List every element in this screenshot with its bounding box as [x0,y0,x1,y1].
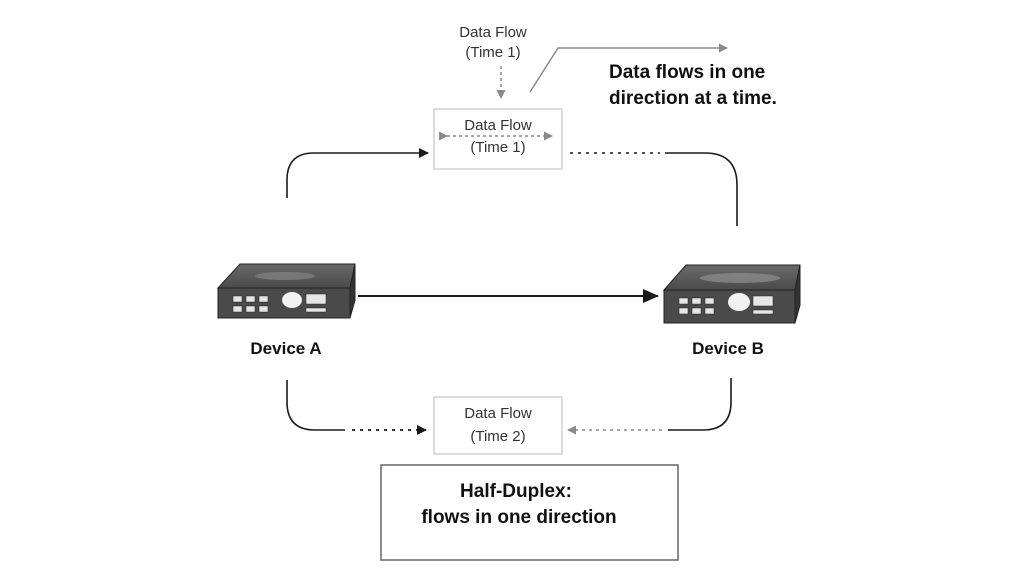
note-line1: Data flows in one [609,62,765,83]
top-flow-label-line2: (Time 1) [465,44,520,61]
device-b-icon [662,264,801,324]
lower-right-path [668,378,732,431]
device-a-label: Device A [250,339,321,358]
time1-box-line2: (Time 1) [470,139,525,156]
device-b-label: Device B [692,339,764,358]
summary-box [380,464,679,561]
time1-box-line1: Data Flow [464,117,532,134]
note-pointer-arrow [529,43,728,93]
lower-left-path [286,380,345,431]
time2-box [433,396,563,455]
device-a-icon [216,263,356,319]
upper-left-path-arrow [286,148,429,198]
note-line2: direction at a time. [609,88,777,109]
upper-right-path [665,152,738,226]
summary-line1: Half-Duplex: [460,481,572,502]
time2-box-line1: Data Flow [464,405,532,422]
top-flow-label-line1: Data Flow [459,24,527,41]
time2-box-line2: (Time 2) [470,428,525,445]
summary-line2: flows in one direction [421,507,616,528]
